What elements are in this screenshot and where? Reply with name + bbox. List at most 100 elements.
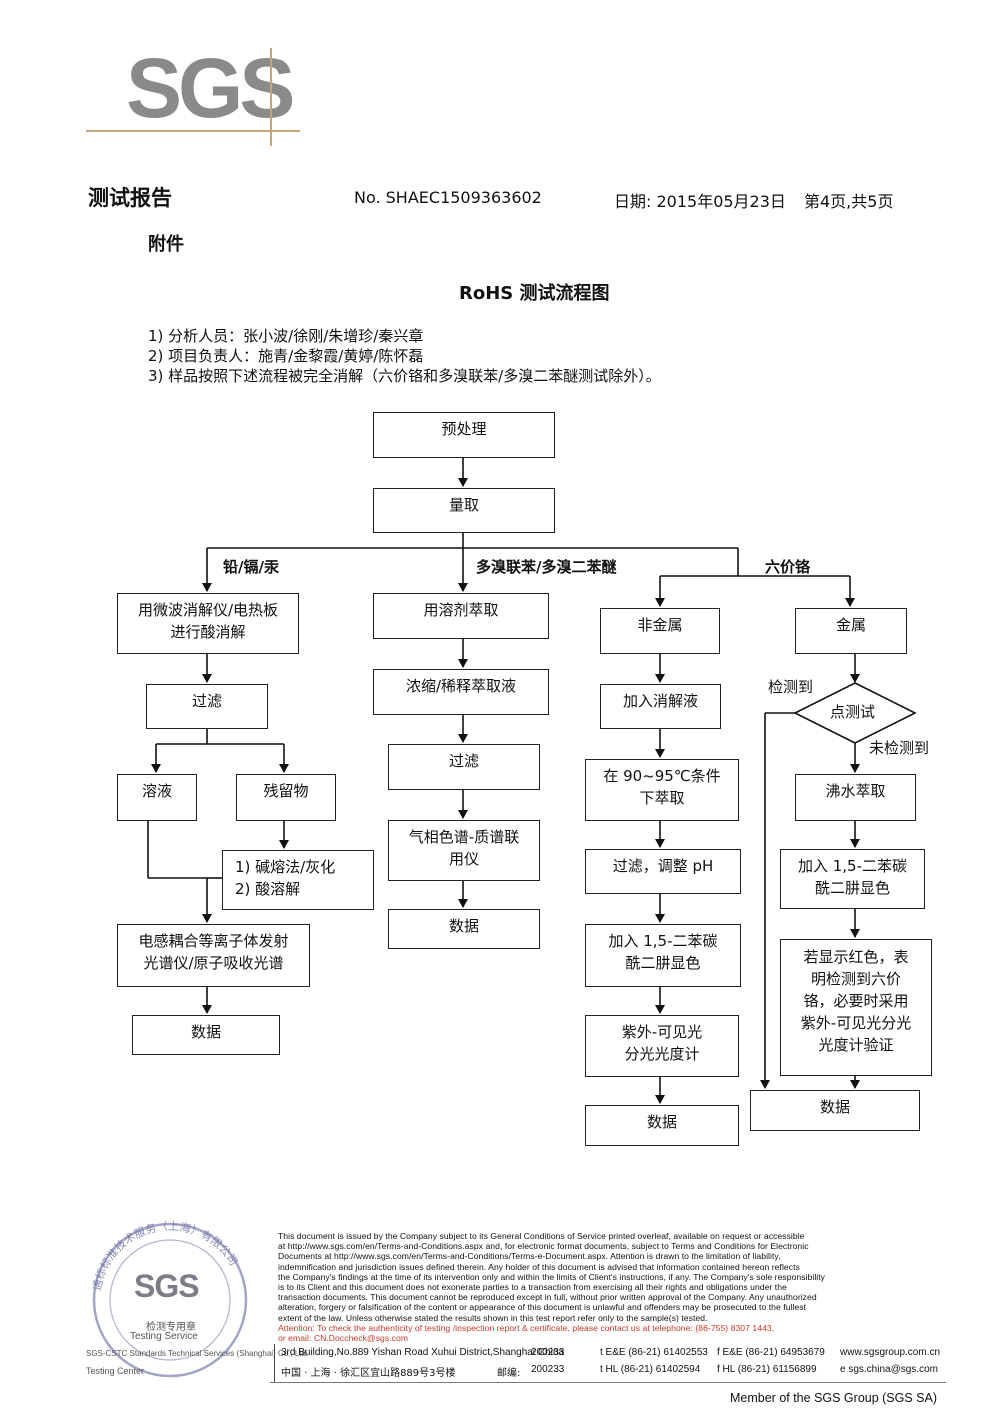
cr-nonmetal-color-box: 加入 1,5-二苯碳酰二肼显色	[585, 924, 741, 987]
footer-tel-hl: t HL (86-21) 61402594	[600, 1364, 701, 1375]
pb-digestion-line2: 进行酸消解	[170, 622, 246, 641]
report-title: 测试报告	[88, 186, 172, 210]
cr-red-line2: 明检测到六价	[810, 970, 901, 988]
cr-detected-label: 检测到	[768, 678, 814, 696]
pb-residue-step2: 2) 酸溶解	[235, 879, 301, 898]
cr-metal-color-line1: 加入 1,5-二苯碳	[797, 857, 908, 875]
cr-extract-box: 在 90~95℃条件下萃取	[585, 759, 739, 821]
cr-boil-box: 沸水萃取	[795, 774, 916, 821]
disclaimer-line: alteration, forgery or falsification of …	[278, 1302, 807, 1313]
legal-disclaimer: This document is issued by the Company s…	[278, 1231, 944, 1343]
pb-digestion-box: 用微波消解仪/电热板进行酸消解	[117, 593, 299, 654]
pbb-filter-label: 过滤	[448, 752, 479, 770]
cr-spot-test-label: 点测试	[830, 703, 876, 721]
pb-solution-label: 溶液	[141, 782, 172, 800]
disclaimer-line: indemnification and jurisdiction issues …	[278, 1261, 800, 1272]
footer-zip-label: 邮编:	[497, 1368, 521, 1379]
pb-icp-line1: 电感耦合等离子体发射	[138, 932, 289, 950]
disclaimer-line: This document is issued by the Company s…	[278, 1231, 805, 1241]
branch-label-cr6: 六价铬	[765, 558, 811, 576]
pb-solution-box: 溶液	[117, 774, 197, 821]
cr-extract-line2: 下萃取	[639, 788, 685, 807]
disclaimer-line: is to its Client and this document does …	[278, 1282, 787, 1293]
step-measure: 量取	[373, 488, 555, 533]
step-measure-label: 量取	[448, 496, 479, 514]
cr-nonmetal-box: 非金属	[600, 608, 720, 654]
pb-filter-label: 过滤	[191, 692, 222, 710]
cr-red-line5: 光度计验证	[818, 1036, 894, 1054]
cr-nonmetal-color-line2: 酰二肼显色	[625, 953, 701, 972]
disclaimer-line: at http://www.sgs.com/en/Terms-and-Condi…	[278, 1241, 809, 1252]
disclaimer-line: transaction documents. This document can…	[278, 1292, 817, 1303]
step-pretreatment: 预处理	[373, 412, 555, 458]
stamp-logo: SGS	[134, 1268, 200, 1304]
footer-vrule	[274, 1344, 275, 1382]
cr-filter-ph-label: 过滤，调整 pH	[612, 857, 714, 875]
footer-tel-ee: t E&E (86-21) 61402553	[600, 1347, 708, 1358]
footer-website: www.sgsgroup.com.cn	[840, 1347, 941, 1358]
pbb-concentrate-box: 浓缩/稀释萃取液	[373, 669, 549, 715]
pbb-gcms-line1: 气相色谱-质谱联	[408, 828, 520, 846]
attention-line: Attention: To check the authenticity of …	[278, 1322, 775, 1333]
pbb-concentrate-label: 浓缩/稀释萃取液	[405, 677, 517, 695]
cr-add-solution-box: 加入消解液	[600, 684, 721, 729]
footer-address-cn: 中国 · 上海 · 徐汇区宜山路889号3号楼	[281, 1368, 456, 1379]
disclaimer-line: the Company's findings at the time of it…	[278, 1271, 826, 1282]
pbb-extract-label: 用溶剂萃取	[423, 601, 499, 619]
pb-digestion-line1: 用微波消解仪/电热板	[137, 601, 279, 619]
cr-extract-line1: 在 90~95℃条件	[603, 767, 721, 785]
disclaimer-line: Documents at http://www.sgs.com/en/Terms…	[278, 1251, 781, 1262]
cr-metal-data-box: 数据	[750, 1090, 920, 1131]
note-2: 2) 项目负责人：施青/金黎霞/黄婷/陈怀磊	[148, 347, 424, 365]
cr-metal-label: 金属	[835, 616, 866, 634]
cr-metal-color-line2: 酰二肼显色	[814, 878, 890, 897]
cr-filter-ph-box: 过滤，调整 pH	[585, 849, 741, 894]
cr-boil-label: 沸水萃取	[825, 782, 886, 800]
pb-residue-label: 残留物	[263, 782, 309, 800]
pb-data-box: 数据	[132, 1015, 280, 1055]
pb-residue-box: 残留物	[236, 774, 336, 821]
stamp-en-text: Testing Service	[130, 1331, 198, 1342]
cr-add-solution-label: 加入消解液	[622, 692, 698, 710]
pb-icp-box: 电感耦合等离子体发射光谱仪/原子吸收光谱	[117, 924, 310, 987]
footer-address-en: 3rd Building,No.889 Yishan Road Xuhui Di…	[281, 1347, 564, 1358]
cr-metal-color-box: 加入 1,5-二苯碳酰二肼显色	[780, 849, 925, 909]
pb-residue-treatment-box: 1) 碱熔法/灰化 2) 酸溶解	[222, 850, 374, 910]
attention-email: or email: CN.Doccheck@sgs.com	[278, 1333, 409, 1344]
pbb-extract-box: 用溶剂萃取	[373, 593, 549, 639]
cr-not-detected-label: 未检测到	[869, 739, 930, 757]
footer-fax-hl: f HL (86-21) 61156899	[717, 1364, 817, 1375]
cr-uv-box: 紫外-可见光分光光度计	[585, 1015, 739, 1077]
cr-red-line4: 紫外-可见光分光	[800, 1014, 912, 1032]
pb-icp-line2: 光谱仪/原子吸收光谱	[143, 953, 284, 972]
step-pretreatment-label: 预处理	[441, 420, 487, 438]
pbb-gcms-box: 气相色谱-质谱联用仪	[388, 820, 540, 881]
cr-red-result-box: 若显示红色，表 明检测到六价 铬，必要时采用 紫外-可见光分光 光度计验证	[780, 939, 932, 1076]
chart-title: RoHS 测试流程图	[459, 283, 610, 304]
branch-label-pb-cd-hg: 铅/镉/汞	[223, 558, 279, 576]
cr-red-line3: 铬，必要时采用	[803, 992, 909, 1010]
note-1: 1) 分析人员：张小波/徐刚/朱增珍/秦兴章	[148, 327, 424, 345]
report-number: No. SHAEC1509363602	[354, 188, 542, 207]
disclaimer-line: extent of the law. Unless otherwise stat…	[278, 1312, 708, 1323]
footer-rule	[270, 1382, 946, 1383]
footer-left-company: SGS-CSTC Standards Technical Services (S…	[86, 1349, 309, 1358]
sgs-logo: SGS	[126, 41, 295, 135]
cr-metal-data-label: 数据	[819, 1098, 850, 1116]
appendix-label: 附件	[148, 234, 184, 255]
logo-vrule	[270, 48, 272, 146]
pb-residue-step1: 1) 碱熔法/灰化	[235, 858, 336, 876]
footer-zip-2: 200233	[531, 1364, 565, 1375]
pb-filter-box: 过滤	[146, 684, 268, 729]
pbb-gcms-line2: 用仪	[448, 849, 479, 868]
cr-uv-line1: 紫外-可见光	[621, 1023, 703, 1041]
footer-left-center: Testing Center	[86, 1366, 145, 1376]
cr-nonmetal-data-box: 数据	[585, 1105, 739, 1146]
note-3: 3) 样品按照下述流程被完全消解（六价铬和多溴联苯/多溴二苯醚测试除外）。	[148, 367, 661, 385]
footer-fax-ee: f E&E (86-21) 64953679	[717, 1347, 825, 1358]
cr-nonmetal-color-line1: 加入 1,5-二苯碳	[608, 932, 718, 950]
pbb-data-label: 数据	[448, 917, 479, 935]
pbb-data-box: 数据	[388, 909, 540, 949]
pb-data-label: 数据	[190, 1023, 221, 1041]
cr-red-line1: 若显示红色，表	[803, 948, 909, 966]
